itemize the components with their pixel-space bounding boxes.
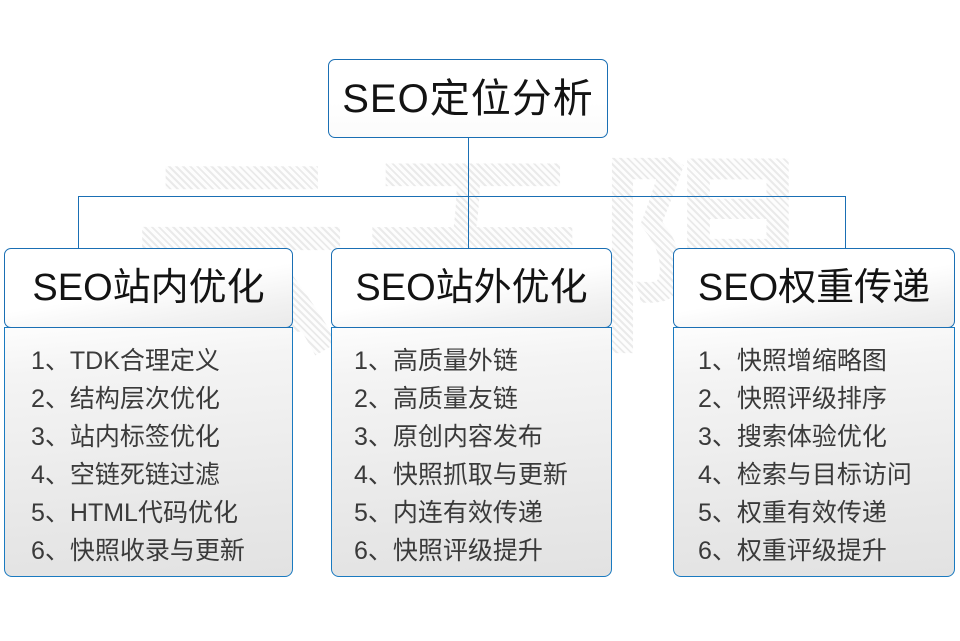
branch-header-1[interactable]: SEO站内优化: [4, 248, 293, 328]
list-item: 6、快照评级提升: [354, 537, 543, 565]
branch-column-3: SEO权重传递 1、快照增缩略图 2、快照评级排序 3、搜索体验优化 4、检索与…: [673, 248, 955, 577]
list-item: 5、HTML代码优化: [31, 499, 238, 527]
connector-horizontal-bus: [78, 196, 846, 197]
list-item: 2、快照评级排序: [698, 385, 887, 413]
list-item: 4、检索与目标访问: [698, 461, 912, 489]
root-node[interactable]: SEO定位分析: [328, 59, 608, 138]
branch-header-label: SEO站内优化: [32, 267, 265, 309]
connector-drop-right: [845, 196, 846, 249]
branch-column-2: SEO站外优化 1、高质量外链 2、高质量友链 3、原创内容发布 4、快照抓取与…: [331, 248, 612, 577]
list-item: 3、原创内容发布: [354, 423, 543, 451]
branch-body-2: 1、高质量外链 2、高质量友链 3、原创内容发布 4、快照抓取与更新 5、内连有…: [331, 327, 612, 577]
list-item: 2、高质量友链: [354, 385, 518, 413]
list-item: 1、TDK合理定义: [31, 347, 220, 375]
list-item: 3、搜索体验优化: [698, 423, 887, 451]
branch-header-2[interactable]: SEO站外优化: [331, 248, 612, 328]
connector-root-stem: [468, 138, 469, 196]
list-item: 6、快照收录与更新: [31, 537, 245, 565]
list-item: 2、结构层次优化: [31, 385, 220, 413]
list-item: 1、高质量外链: [354, 347, 518, 375]
list-item: 3、站内标签优化: [31, 423, 220, 451]
connector-drop-left: [78, 196, 79, 249]
branch-body-1: 1、TDK合理定义 2、结构层次优化 3、站内标签优化 4、空链死链过滤 5、H…: [4, 327, 293, 577]
list-item: 5、内连有效传递: [354, 499, 543, 527]
branch-body-3: 1、快照增缩略图 2、快照评级排序 3、搜索体验优化 4、检索与目标访问 5、权…: [673, 327, 955, 577]
branch-column-1: SEO站内优化 1、TDK合理定义 2、结构层次优化 3、站内标签优化 4、空链…: [4, 248, 293, 577]
root-node-label: SEO定位分析: [342, 76, 594, 121]
list-item: 4、空链死链过滤: [31, 461, 220, 489]
list-item: 6、权重评级提升: [698, 537, 887, 565]
branch-header-label: SEO站外优化: [355, 267, 588, 309]
list-item: 4、快照抓取与更新: [354, 461, 568, 489]
branch-header-label: SEO权重传递: [697, 267, 931, 309]
list-item: 5、权重有效传递: [698, 499, 887, 527]
list-item: 1、快照增缩略图: [698, 347, 887, 375]
connector-drop-middle: [468, 196, 469, 249]
branch-header-3[interactable]: SEO权重传递: [673, 248, 955, 328]
